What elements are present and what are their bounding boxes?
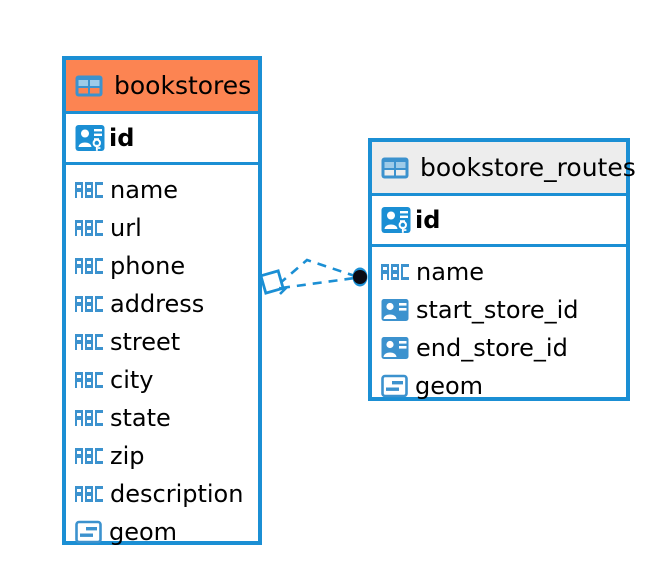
entity-name-label: bookstore_routes: [420, 153, 636, 182]
field-label-name: name: [416, 258, 485, 286]
abc-text-icon: [75, 181, 103, 199]
field-label-description: description: [110, 480, 244, 508]
entity-table-bookstore-routes[interactable]: bookstore_routes: [368, 138, 636, 401]
table-icon: [75, 74, 103, 98]
field-label-street: street: [110, 328, 181, 356]
relationship-line-upper: [278, 258, 356, 285]
field-label-url: url: [110, 214, 142, 242]
field-label-geom: geom: [109, 518, 178, 546]
field-row-name[interactable]: name: [66, 171, 258, 209]
field-label-name: name: [110, 176, 179, 204]
field-row-url[interactable]: url: [66, 209, 258, 247]
entity-table-bookstores[interactable]: bookstores id: [62, 56, 262, 545]
primary-key-section: id: [66, 111, 258, 165]
field-row-zip[interactable]: zip: [66, 437, 258, 475]
field-label-geom: geom: [415, 372, 484, 400]
primary-key-icon: [75, 124, 105, 152]
field-row-phone[interactable]: phone: [66, 247, 258, 285]
geometry-icon: [381, 374, 408, 398]
relationship-line-lower: [280, 276, 356, 290]
field-row-start-store-id[interactable]: start_store_id: [372, 291, 626, 329]
geometry-icon: [75, 520, 102, 544]
field-row-name[interactable]: name: [372, 253, 626, 291]
primary-key-section: id: [372, 193, 626, 247]
fields-section-bookstore-routes: name start_store_id: [372, 247, 626, 405]
abc-text-icon: [75, 485, 103, 503]
field-row-id[interactable]: id: [66, 114, 258, 162]
abc-text-icon: [75, 295, 103, 313]
abc-text-icon: [75, 333, 103, 351]
abc-text-icon: [75, 257, 103, 275]
field-row-end-store-id[interactable]: end_store_id: [372, 329, 626, 367]
abc-text-icon: [381, 263, 409, 281]
field-row-state[interactable]: state: [66, 399, 258, 437]
field-row-street[interactable]: street: [66, 323, 258, 361]
abc-text-icon: [75, 219, 103, 237]
field-row-geom[interactable]: geom: [66, 513, 258, 551]
field-label-zip: zip: [110, 442, 145, 470]
field-label-phone: phone: [110, 252, 186, 280]
filled-circle-marker: [352, 267, 368, 287]
field-label-state: state: [110, 404, 171, 432]
abc-text-icon: [75, 447, 103, 465]
field-label-start-store-id: start_store_id: [416, 296, 579, 324]
foreign-key-icon: [381, 298, 409, 322]
relationship-connector[interactable]: [255, 238, 375, 318]
field-label-end-store-id: end_store_id: [416, 334, 568, 362]
entity-header-bookstore-routes[interactable]: bookstore_routes: [372, 142, 636, 193]
abc-text-icon: [75, 371, 103, 389]
field-row-city[interactable]: city: [66, 361, 258, 399]
table-icon: [381, 156, 409, 180]
field-row-description[interactable]: description: [66, 475, 258, 513]
diamond-outline-marker: [259, 269, 288, 295]
foreign-key-icon: [381, 336, 409, 360]
field-label-address: address: [110, 290, 205, 318]
entity-header-bookstores[interactable]: bookstores: [66, 60, 258, 111]
primary-key-icon: [381, 206, 411, 234]
field-row-geom[interactable]: geom: [372, 367, 626, 405]
field-label-id: id: [415, 206, 441, 234]
field-label-id: id: [109, 124, 135, 152]
field-row-id[interactable]: id: [372, 196, 626, 244]
field-label-city: city: [110, 366, 154, 394]
entity-name-label: bookstores: [114, 71, 252, 100]
field-row-address[interactable]: address: [66, 285, 258, 323]
abc-text-icon: [75, 409, 103, 427]
fields-section-bookstores: name url: [66, 165, 258, 551]
